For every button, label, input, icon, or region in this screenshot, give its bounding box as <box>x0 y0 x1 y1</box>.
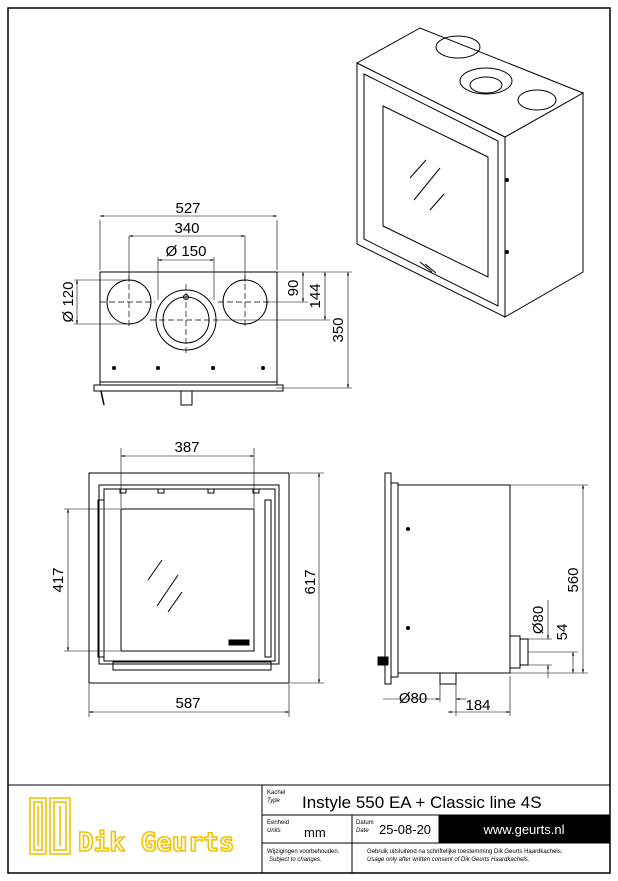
type-label-en: Type <box>267 798 281 804</box>
usage-en: Usage only after written consent of Dik … <box>367 857 529 863</box>
top-view <box>93 271 284 406</box>
dim-side-bottom-offset: 184 <box>465 697 490 714</box>
dim-front-glass-height: 417 <box>50 567 67 592</box>
date-label-nl: Datum <box>356 820 374 826</box>
front-view <box>88 472 290 684</box>
dim-front-frame-height: 617 <box>302 569 319 594</box>
usage-nl: Gebruik uitsluitend na schriftelijke toe… <box>367 849 563 855</box>
dim-top-center-diameter: Ø 150 <box>166 243 207 260</box>
dim-side-bottom-diameter: Ø80 <box>399 690 427 707</box>
side-view <box>377 472 529 685</box>
date-label-en: Date <box>356 828 369 834</box>
dim-front-frame-width: 587 <box>175 695 200 712</box>
website-bar <box>439 815 610 843</box>
sheet-border <box>7 7 611 874</box>
date-value: 25-08-20 <box>379 822 431 837</box>
dim-top-center-spacing: 340 <box>174 220 199 237</box>
dim-top-depth-total: 350 <box>330 317 347 342</box>
isometric-view <box>355 27 585 318</box>
website-link[interactable]: www.geurts.nl <box>483 822 565 837</box>
dim-front-glass-width: 387 <box>174 439 199 456</box>
disclaimer-nl: Wijzigingen voorbehouden. <box>267 849 340 855</box>
units-label-nl: Eenheid <box>267 820 289 826</box>
dim-top-depth-mid: 144 <box>307 283 324 308</box>
units-label-en: Units <box>267 828 281 834</box>
dim-top-side-diameter: Ø 120 <box>60 282 77 323</box>
disclaimer-en: Subject to changes. <box>269 857 322 863</box>
front-view-dimensions <box>64 448 324 717</box>
top-view-dimensions <box>74 214 352 389</box>
units-value: mm <box>304 825 326 840</box>
dim-top-width: 527 <box>175 200 200 217</box>
dim-side-outlet-diameter: Ø80 <box>530 606 547 634</box>
dim-side-outlet-height: 54 <box>554 624 571 641</box>
type-value: Instyle 550 EA + Classic line 4S <box>302 793 542 812</box>
side-view-dimensions <box>383 484 588 716</box>
company-logo <box>29 797 71 855</box>
logo-text: Dik Geurts <box>78 828 235 858</box>
type-label-nl: Kachel <box>267 790 285 796</box>
dim-top-depth-small: 90 <box>285 280 302 297</box>
dim-side-height: 560 <box>565 567 582 592</box>
